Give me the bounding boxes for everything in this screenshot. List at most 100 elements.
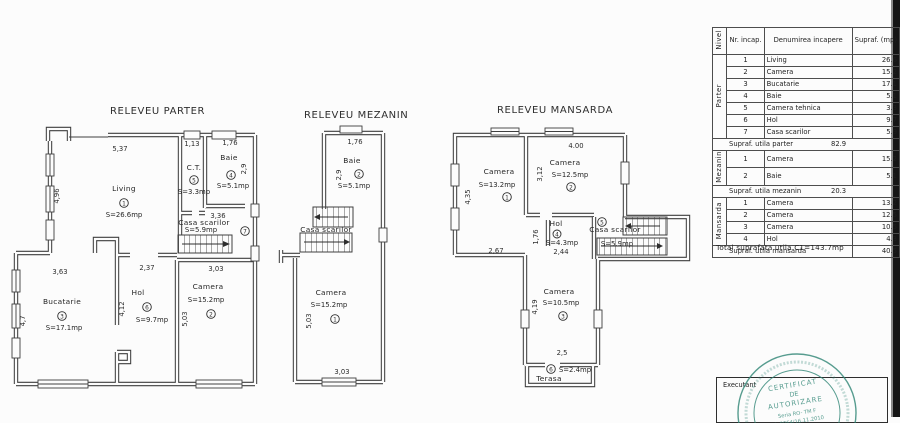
table-row: Mezanin 1 Camera 15.2 <box>711 149 900 186</box>
cell-nr: 4 <box>726 90 765 103</box>
room-number-circle <box>206 309 216 319</box>
room-name-baie: Baie <box>343 156 361 165</box>
cell-area: 5.9 <box>851 126 900 139</box>
cell-nr: 5 <box>726 102 765 115</box>
plan-title-mezanin: RELEVEU MEZANIN <box>304 110 409 121</box>
room-number-hol: 6 <box>145 305 149 311</box>
room-name-casa-scarilor: Casa scarilor <box>178 218 230 227</box>
cell-nr: 2 <box>726 167 765 186</box>
cell-room: Casa scarilor <box>763 126 853 139</box>
room-number-camera3: 3 <box>561 314 565 320</box>
room-name-camera1: Camera <box>484 167 515 176</box>
stamp-line2: DE <box>789 390 799 399</box>
cell-nr: 6 <box>726 114 765 127</box>
room-number-bucatarie: 3 <box>60 314 64 320</box>
room-name-casa-scarilor: Casa scarilor <box>589 225 641 234</box>
room-area-terasa: S=2.4mp <box>559 366 591 374</box>
room-number-circle <box>546 364 556 374</box>
room-number-casa-scarilor: 5 <box>600 220 604 226</box>
total-area-line: Total suprafata utila C1=143.7mp <box>716 243 844 252</box>
cell-area: 3.3 <box>851 102 900 115</box>
room-number-living: 1 <box>122 201 126 207</box>
cell-area: 13.2 <box>851 196 900 210</box>
room-name-ct: C.T. <box>187 163 202 172</box>
parter-floorplan: 5,37 1,13 1,76 4,96 2,9 3,36 2,37 3,63 4… <box>11 126 260 389</box>
dim-cam3-bottom: 2,5 <box>557 349 568 357</box>
dimension-labels: 1,76 2,9 5,03 3,03 <box>305 138 363 376</box>
room-name-camera2: Camera <box>550 158 581 167</box>
cell-nr: 2 <box>726 66 765 79</box>
room-name-casa-scarilor: Casa scarilor <box>300 225 352 234</box>
dim-ct-top: 1,13 <box>184 140 199 148</box>
room-number-ct: 5 <box>192 178 196 184</box>
cell-room: Baie <box>763 90 853 103</box>
room-number-circle <box>330 314 340 324</box>
area-table-wrap: Nivel Nr. incap. Denumirea incapere Supr… <box>711 27 900 258</box>
room-number-casa-scarilor: 7 <box>243 229 247 235</box>
room-number-circle <box>142 302 152 312</box>
room-number-camera1: 1 <box>505 195 509 201</box>
dimension-labels: 5,37 1,13 1,76 4,96 2,9 3,36 2,37 3,63 4… <box>19 139 248 327</box>
room-name-hol: Hol <box>131 288 144 297</box>
room-labels: Baie 2 S=5.1mp Casa scarilor Camera S=15… <box>300 156 370 324</box>
col-header-denumire: Denumirea incapere <box>763 27 853 55</box>
room-number-circle <box>189 175 199 185</box>
room-number-baie: 2 <box>357 172 361 178</box>
cell-area: 5.1 <box>851 90 900 103</box>
room-area-camera: S=15.2mp <box>311 301 348 309</box>
plan-title-parter: RELEVEU PARTER <box>110 106 206 117</box>
windows <box>321 125 388 387</box>
mansarda-floorplan: 4.00 3,12 4,35 2,67 1,76 2,44 4,19 2,5 C… <box>450 127 691 388</box>
cell-room: Bucatarie <box>763 78 853 91</box>
dim-buc-top: 3,63 <box>52 268 67 276</box>
room-name-bucatarie: Bucatarie <box>43 297 81 306</box>
room-number-circle <box>552 229 562 239</box>
dimension-labels: 4.00 3,12 4,35 2,67 1,76 2,44 4,19 2,5 <box>464 142 584 357</box>
level-label-mezanin: Mezanin <box>711 150 728 186</box>
room-area-hol: S=9.7mp <box>136 316 168 324</box>
cell-room: Camera <box>763 220 853 234</box>
room-number-camera: 1 <box>333 317 337 323</box>
room-number-baie: 4 <box>229 173 233 179</box>
room-number-circle <box>119 198 129 208</box>
dim-cam1-left: 4,35 <box>464 189 472 204</box>
level-label-parter: Parter <box>711 54 728 139</box>
room-labels: Camera S=13.2mp 1 Camera S=12.5mp 2 Hol … <box>479 158 641 383</box>
dim-hol-left: 1,76 <box>532 229 540 244</box>
room-number-circle <box>566 182 576 192</box>
level-label-mansarda: Mansarda <box>711 196 728 246</box>
windows <box>450 127 630 329</box>
certification-stamp: CERTIFICAT DE AUTORIZARE Seria RO- TM F … <box>737 353 857 423</box>
cell-nr: 2 <box>726 208 765 222</box>
cell-room: Camera <box>763 149 853 169</box>
dim-cam-top: 3,03 <box>208 265 223 273</box>
table-row: Parter 1 Living 26.6 <box>711 54 900 139</box>
room-area-camera: S=15.2mp <box>188 296 225 304</box>
stairs <box>596 216 668 256</box>
room-number-circle <box>502 192 512 202</box>
subtotal-value: 40.5 <box>851 244 900 258</box>
table-row: Mansarda 1 Camera 13.2 <box>711 196 900 246</box>
room-name-camera3: Camera <box>544 287 575 296</box>
cell-room: Camera <box>763 196 853 210</box>
room-name-baie: Baie <box>220 153 238 162</box>
room-labels: Living 1 S=26.6mp C.T. 5 S=3.3mp Baie 4 … <box>43 153 250 332</box>
room-number-circle <box>57 311 67 321</box>
room-area-living: S=26.6mp <box>106 211 143 219</box>
cell-room: Hol <box>763 114 853 127</box>
walls <box>13 126 258 387</box>
dim-cam2-left: 3,12 <box>536 166 544 181</box>
cell-nr: 3 <box>726 78 765 91</box>
room-area-casa-scarilor: S=5.9mp <box>185 226 217 234</box>
room-name-camera: Camera <box>193 282 224 291</box>
dim-cam1-bottom: 2,67 <box>488 247 503 255</box>
room-number-circle <box>240 226 250 236</box>
room-area-baie: S=5.1mp <box>338 182 370 190</box>
